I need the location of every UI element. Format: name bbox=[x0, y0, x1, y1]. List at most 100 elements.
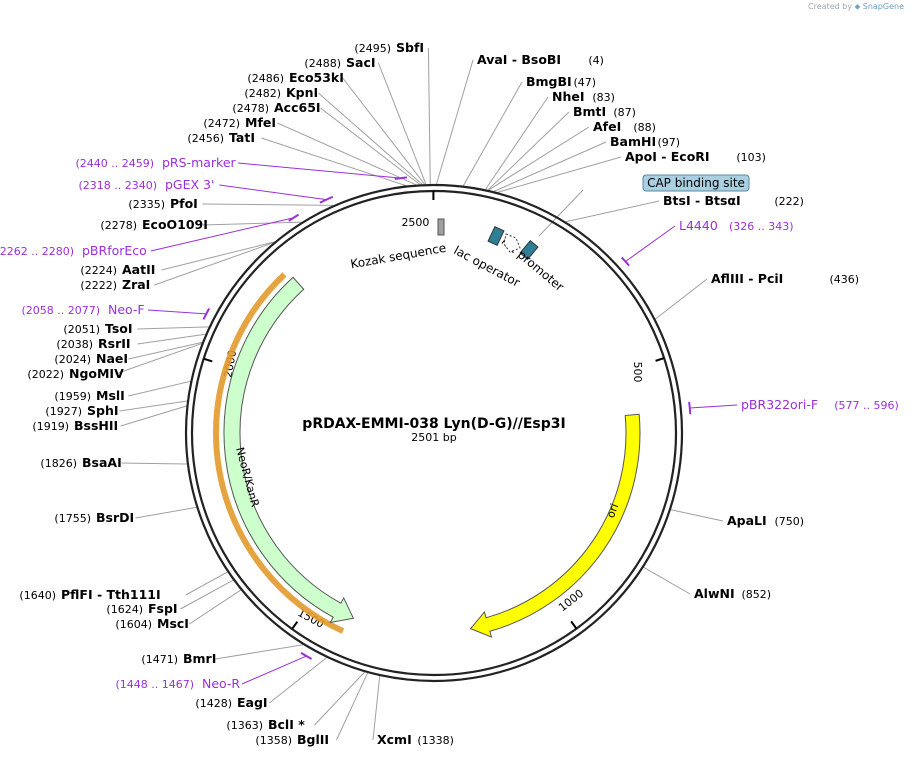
enzyme-line-0 bbox=[427, 47, 431, 185]
neo-highlight-band bbox=[213, 272, 345, 634]
enzyme-position-10: (2222) bbox=[80, 279, 117, 292]
cap-connector-line bbox=[538, 189, 584, 237]
enzyme-line-33 bbox=[493, 141, 607, 192]
tick-mark-1500 bbox=[291, 621, 299, 630]
plasmid-name: pRDAX-EMMI-038 Lyn(D-G)//Esp3I bbox=[302, 416, 565, 432]
enzyme-position-6: (2456) bbox=[187, 132, 224, 145]
tick-label-2500: 2500 bbox=[401, 216, 429, 229]
enzyme-label-10: ZraI bbox=[122, 277, 150, 292]
enzyme-line-32 bbox=[488, 126, 590, 191]
primer-mark-2 bbox=[288, 213, 300, 222]
enzyme-label-34: ApoI - EcoRI bbox=[625, 149, 710, 164]
cap-binding-box bbox=[642, 174, 750, 192]
enzyme-position-13: (2024) bbox=[54, 353, 91, 366]
primer-label-1: pGEX 3' bbox=[165, 177, 214, 192]
enzyme-line-27 bbox=[372, 675, 381, 741]
enzyme-label-29: BmgBI bbox=[526, 74, 572, 89]
labels: SbfI(2495)SacI(2488)Eco53kI(2486)KpnI(24… bbox=[0, 40, 899, 747]
enzyme-position-24: (1428) bbox=[195, 697, 232, 710]
primer-mark-6 bbox=[688, 401, 692, 415]
enzyme-line-16 bbox=[119, 400, 188, 412]
enzyme-line-1 bbox=[377, 62, 427, 185]
primer-label-0: pRS-marker bbox=[162, 155, 237, 170]
enzyme-line-3 bbox=[318, 92, 423, 185]
enzyme-line-9 bbox=[161, 241, 275, 271]
primer-line-2 bbox=[150, 217, 294, 252]
enzyme-position-0: (2495) bbox=[354, 42, 391, 55]
enzyme-label-2: Eco53kI bbox=[289, 70, 344, 85]
enzyme-lines bbox=[115, 47, 738, 741]
enzyme-label-15: MslI bbox=[96, 388, 125, 403]
enzyme-position-37: (750) bbox=[775, 515, 805, 528]
enzyme-position-35: (222) bbox=[774, 195, 804, 208]
enzyme-line-29 bbox=[462, 81, 523, 186]
primer-range-2: (2262 .. 2280) bbox=[0, 245, 74, 258]
primer-mark-1 bbox=[319, 195, 334, 204]
enzyme-position-30: (83) bbox=[592, 91, 615, 104]
enzyme-label-11: TsoI bbox=[105, 321, 133, 336]
enzyme-line-38 bbox=[643, 566, 691, 595]
credit-brand: SnapGene bbox=[862, 2, 904, 11]
feature-ori-label: ori bbox=[604, 502, 621, 520]
enzyme-label-20: PflFI - Tth111I bbox=[61, 587, 161, 602]
primer-range-4: (1448 .. 1467) bbox=[115, 678, 194, 691]
enzyme-line-20 bbox=[185, 571, 228, 596]
enzyme-line-2 bbox=[342, 77, 426, 185]
tick-mark-2000 bbox=[203, 357, 213, 363]
primer-label-2: pBRforEco bbox=[82, 243, 147, 258]
enzyme-position-38: (852) bbox=[742, 588, 772, 601]
enzyme-position-4: (2478) bbox=[232, 102, 269, 115]
primer-mark-0 bbox=[394, 176, 408, 181]
enzyme-line-17 bbox=[120, 405, 187, 427]
primer-label-4: Neo-R bbox=[202, 676, 240, 691]
center-title: pRDAX-EMMI-038 Lyn(D-G)//Esp3I 2501 bp bbox=[302, 416, 565, 444]
kozak-label: Kozak sequence bbox=[349, 241, 447, 272]
enzyme-line-7 bbox=[202, 203, 334, 206]
tick-label-500: 500 bbox=[631, 361, 644, 382]
primer-range-5: (326 .. 343) bbox=[729, 220, 794, 233]
enzyme-position-25: (1363) bbox=[226, 719, 263, 732]
enzyme-label-17: BssHII bbox=[74, 418, 118, 433]
enzyme-position-19: (1755) bbox=[54, 512, 91, 525]
enzyme-position-20: (1640) bbox=[19, 589, 56, 602]
snapgene-logo-icon: ⬥ bbox=[854, 2, 861, 11]
enzyme-label-6: TatI bbox=[229, 130, 255, 145]
enzyme-position-32: (88) bbox=[633, 121, 656, 134]
enzyme-label-23: BmrI bbox=[183, 651, 216, 666]
enzyme-position-7: (2335) bbox=[128, 198, 165, 211]
enzyme-label-7: PfoI bbox=[170, 196, 198, 211]
enzyme-label-36: AflIII - PciI bbox=[711, 271, 783, 286]
enzyme-position-1: (2488) bbox=[304, 57, 341, 70]
enzyme-line-10 bbox=[154, 242, 274, 286]
tick-mark-1000 bbox=[570, 620, 578, 630]
enzyme-line-18 bbox=[121, 462, 187, 465]
enzyme-line-8 bbox=[202, 221, 302, 226]
plasmid-length: 2501 bp bbox=[411, 431, 456, 444]
enzyme-line-4 bbox=[320, 107, 420, 185]
enzyme-position-8: (2278) bbox=[100, 219, 137, 232]
feature-ori-arrow bbox=[469, 413, 641, 638]
primer-mark-3 bbox=[202, 308, 211, 320]
enzyme-line-14 bbox=[115, 343, 202, 375]
enzyme-label-14: NgoMIV bbox=[69, 366, 124, 381]
enzyme-position-27: (1338) bbox=[417, 734, 454, 747]
enzyme-line-5 bbox=[277, 122, 417, 186]
enzyme-label-21: FspI bbox=[148, 601, 178, 616]
enzyme-label-4: Acc65I bbox=[274, 100, 321, 115]
enzyme-line-31 bbox=[487, 111, 570, 191]
enzyme-label-18: BsaAI bbox=[82, 455, 122, 470]
enzyme-label-38: AlwNI bbox=[694, 586, 735, 601]
primer-line-1 bbox=[219, 184, 327, 201]
enzyme-label-9: AatII bbox=[122, 262, 155, 277]
enzyme-label-13: NaeI bbox=[96, 351, 128, 366]
enzyme-label-28: AvaI - BsoBI bbox=[477, 52, 561, 67]
enzyme-position-31: (87) bbox=[613, 106, 636, 119]
enzyme-line-11 bbox=[137, 326, 209, 330]
lac-operator-shape bbox=[503, 233, 521, 253]
backbone-outer-ring bbox=[184, 183, 684, 683]
enzyme-position-33: (97) bbox=[658, 136, 681, 149]
cap-binding-label: CAP binding site bbox=[647, 176, 745, 190]
enzyme-position-28: (4) bbox=[588, 54, 604, 67]
enzyme-position-18: (1826) bbox=[40, 457, 77, 470]
enzyme-line-23 bbox=[215, 644, 304, 660]
